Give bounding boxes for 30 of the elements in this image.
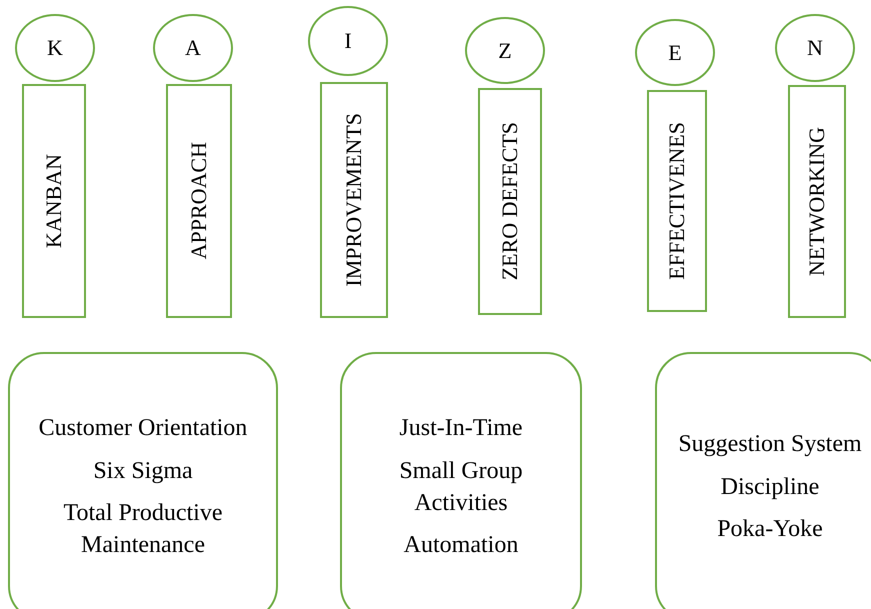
keyword-text: NETWORKING [804, 126, 830, 276]
letter: Z [498, 38, 512, 64]
keyword-box [320, 82, 388, 318]
tool-text: Automation [404, 531, 518, 560]
tool-text: Just-In-Time [399, 414, 523, 444]
keyword-text: KANBAN [41, 154, 67, 248]
tool-text: Discipline [720, 472, 820, 502]
tool-panel [655, 352, 871, 609]
letter: A [185, 35, 201, 61]
tool-text: Total Productive Maintenance [62, 499, 224, 560]
letter: I [344, 28, 352, 54]
keyword-box [22, 84, 86, 318]
tool-panel [340, 352, 582, 609]
keyword-text: ZERO DEFECTS [497, 122, 523, 281]
keyword-text: APPROACH [186, 142, 212, 260]
keyword-box [478, 88, 542, 315]
letter: N [807, 35, 823, 61]
keyword-box [166, 84, 232, 318]
tool-text: Six Sigma [93, 456, 193, 486]
keyword-text: EFFECTIVENES [664, 122, 690, 280]
tool-text: Suggestion System [678, 430, 862, 460]
tool-text: Small Group Activities [398, 456, 524, 518]
letter: E [668, 40, 682, 66]
keyword-box [788, 85, 846, 318]
tool-text: Customer Orientation [38, 414, 248, 444]
tool-text: Poka-Yoke [717, 515, 823, 544]
tool-panel [8, 352, 278, 609]
keyword-text: IMPROVEMENTS [341, 113, 367, 287]
keyword-box [647, 90, 707, 312]
letter: K [47, 35, 63, 61]
